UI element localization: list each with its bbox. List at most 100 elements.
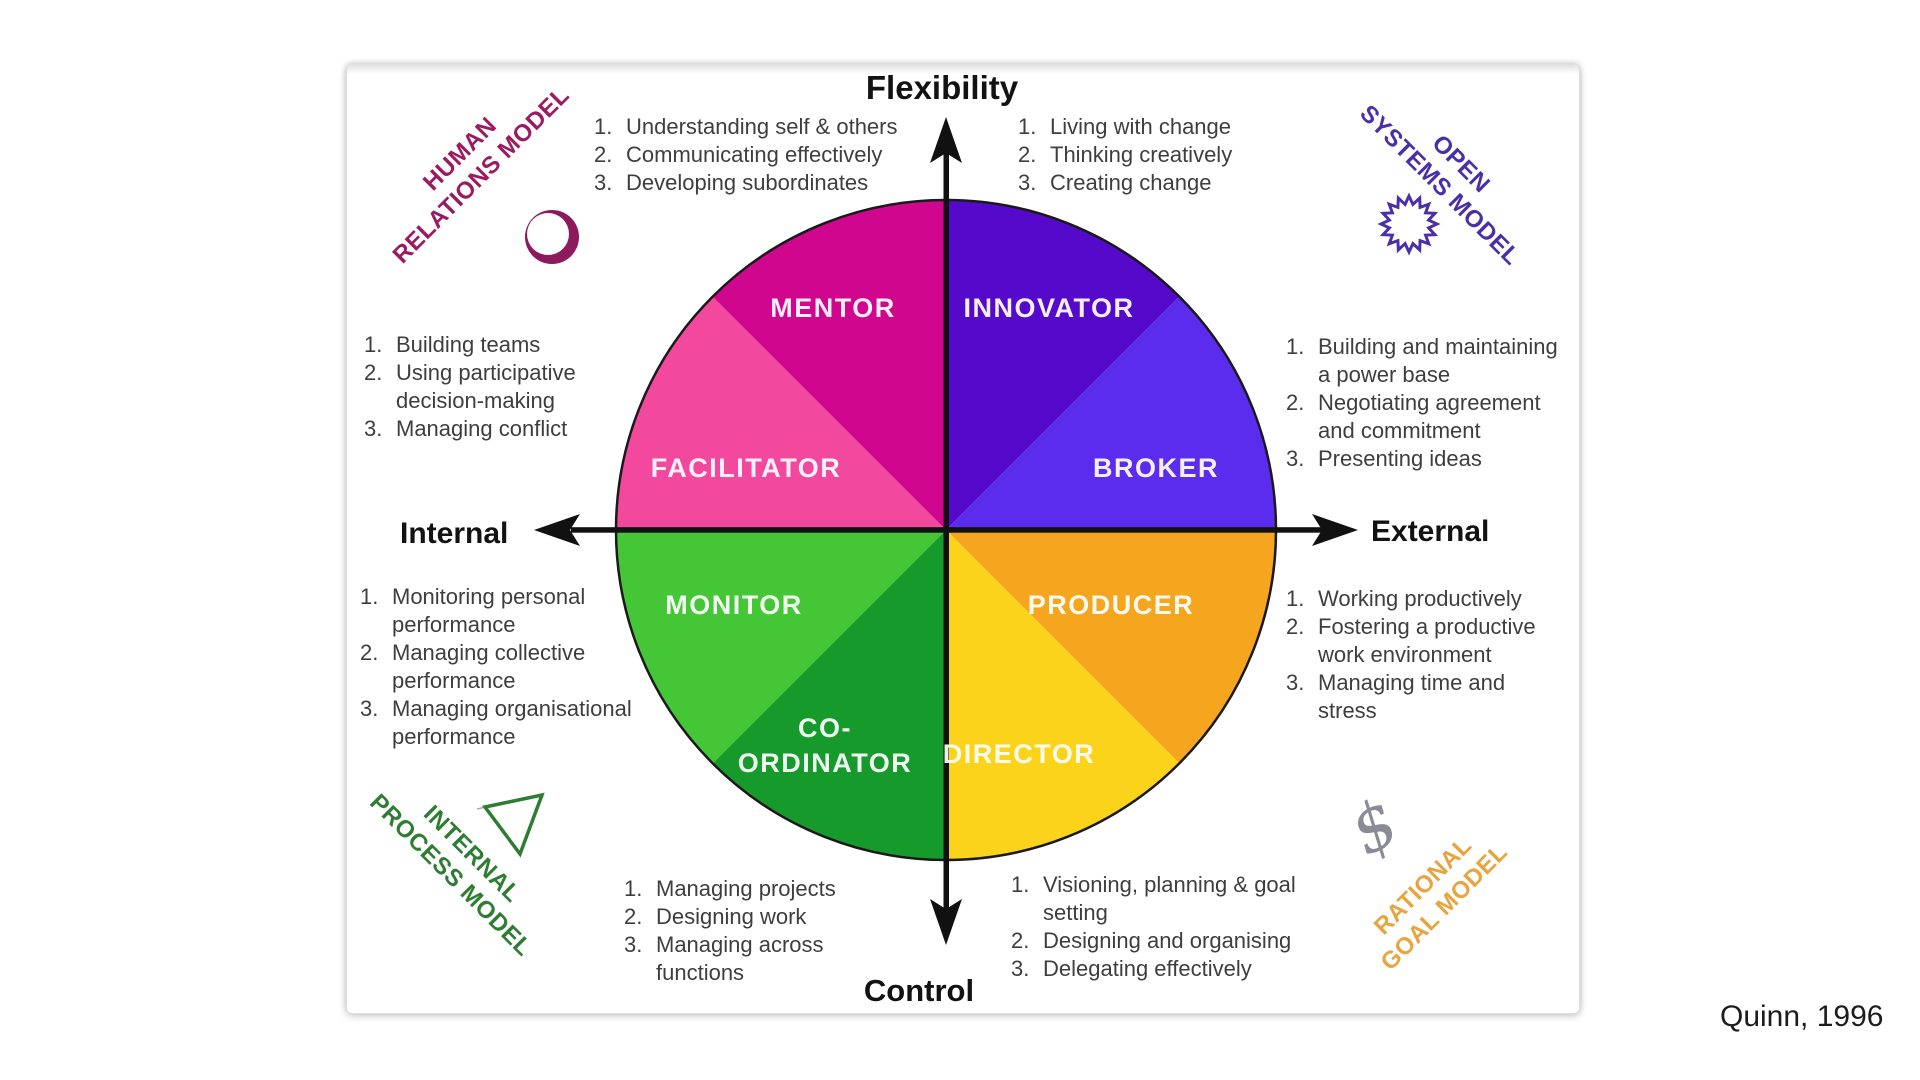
axis-label-external: External	[1371, 515, 1490, 548]
item-number: 3.	[360, 696, 379, 721]
axis-label-flexibility: Flexibility	[865, 69, 1019, 106]
sector-label-producer: PRODUCER	[1028, 590, 1195, 620]
item-text: Communicating effectively	[626, 142, 883, 167]
item-number: 2.	[1018, 142, 1037, 167]
sector-label-coordinator-line1: CO-	[798, 713, 852, 743]
item-text: Negotiating agreement and commitment	[1318, 390, 1541, 443]
item-number: 1.	[1018, 114, 1037, 139]
item-text: Designing and organising	[1043, 928, 1292, 953]
item-number: 1.	[1011, 872, 1030, 897]
list-item: 2. Negotiating agreement and commitment	[1286, 389, 1570, 445]
sector-label-coordinator-line2: ORDINATOR	[738, 748, 913, 778]
sector-label-monitor: MONITOR	[665, 590, 803, 620]
item-text: Working productively	[1318, 586, 1522, 611]
item-text: Managing collective performance	[392, 640, 586, 693]
item-number: 2.	[594, 142, 613, 167]
item-text: Developing subordinates	[626, 170, 869, 195]
item-number: 2.	[364, 360, 383, 385]
item-text: Monitoring personal performance	[392, 584, 586, 637]
list-item: 3. Managing time and stress	[1286, 669, 1552, 725]
list-item: 1. Working productively	[1286, 585, 1552, 613]
crescent-icon	[525, 210, 579, 264]
item-number: 3.	[1018, 170, 1037, 195]
list-item: 2. Designing and organising	[1011, 927, 1307, 955]
item-text: Presenting ideas	[1318, 446, 1482, 471]
sector-monitor	[616, 530, 946, 764]
list-item: 1. Building teams	[364, 331, 608, 359]
sector-facilitator	[616, 296, 946, 530]
item-number: 1.	[624, 876, 643, 901]
list-item: 2.Thinking creatively	[1018, 141, 1298, 169]
item-number: 1.	[594, 114, 613, 139]
sector-director	[946, 530, 1180, 860]
item-text: Building and maintaining a power base	[1318, 334, 1558, 387]
list-item: 2.Designing work	[624, 903, 858, 931]
item-text: Managing time and stress	[1318, 670, 1506, 723]
sector-label-facilitator: FACILITATOR	[651, 453, 841, 483]
item-number: 1.	[1286, 334, 1305, 359]
item-text: Fostering a productive work environment	[1318, 614, 1536, 667]
item-text: Using participative decision-making	[396, 360, 576, 413]
item-text: Designing work	[656, 904, 807, 929]
list-item: 3.Managing across functions	[624, 931, 858, 987]
list-item: 2. Using participative decision-making	[364, 359, 608, 415]
axis-label-control: Control	[863, 973, 975, 1008]
item-text: Delegating effectively	[1043, 956, 1252, 981]
list-item: 2. Communicating effectively	[594, 141, 934, 169]
list-item: 1. Understanding self & others	[594, 113, 934, 141]
item-number: 3.	[624, 932, 643, 957]
competency-list-coordinator: 1. Managing projects 2.Designing work 3.M…	[624, 875, 858, 987]
list-item: 3. Developing subordinates	[594, 169, 934, 197]
item-number: 2.	[1011, 928, 1030, 953]
list-item: 3. Managing conflict	[364, 415, 608, 443]
item-text: Managing conflict	[396, 416, 568, 441]
sector-coordinator	[712, 530, 946, 860]
list-item: 1. Monitoring personal performance	[360, 583, 646, 639]
list-item: 2. Managing collective performance	[360, 639, 646, 695]
competency-list-facilitator: 1. Building teams 2. Using participative d…	[364, 331, 608, 443]
item-number: 2.	[1286, 390, 1305, 415]
list-item: 2. Fostering a productive work environmen…	[1286, 613, 1552, 669]
item-number: 1.	[364, 332, 383, 357]
gear-icon	[1377, 192, 1441, 256]
item-text: Living with change	[1050, 114, 1232, 139]
list-item: 1. Managing projects	[624, 875, 858, 903]
list-item: 1. Living with change	[1018, 113, 1298, 141]
list-item: 3.Managing organisational performance	[360, 695, 646, 751]
item-text: Understanding self & others	[626, 114, 898, 139]
sector-broker	[946, 296, 1276, 530]
horizontal-axis-arrow	[534, 514, 1358, 546]
sector-label-innovator: INNOVATOR	[963, 293, 1134, 323]
competency-list-innovator: 1. Living with change 2.Thinking creative…	[1018, 113, 1298, 197]
item-number: 2.	[1286, 614, 1305, 639]
item-number: 3.	[594, 170, 613, 195]
sector-label-broker: BROKER	[1093, 453, 1219, 483]
item-number: 1.	[360, 584, 379, 609]
diagram-card: MENTOR INNOVATOR FACILITATOR BROKER MONI…	[346, 64, 1580, 1014]
item-text: Building teams	[396, 332, 541, 357]
triangle-icon	[477, 792, 545, 858]
competing-values-wheel: MENTOR INNOVATOR FACILITATOR BROKER MONI…	[534, 117, 1358, 945]
item-text: Creating change	[1050, 170, 1212, 195]
sector-mentor	[712, 200, 946, 530]
attribution: Quinn, 1996	[1720, 1000, 1884, 1033]
sector-label-director: DIRECTOR	[943, 739, 1096, 769]
sector-label-mentor: MENTOR	[770, 293, 896, 323]
sector-innovator	[946, 200, 1180, 530]
item-text: Visioning, planning & goal setting	[1043, 872, 1296, 925]
item-number: 1.	[1286, 586, 1305, 611]
list-item: 3. Creating change	[1018, 169, 1298, 197]
competency-list-monitor: 1. Monitoring personal performance 2. Mana…	[360, 583, 646, 751]
item-number: 3.	[1286, 446, 1305, 471]
item-text: Managing projects	[656, 876, 836, 901]
competency-list-mentor: 1. Understanding self & others 2. Communic…	[594, 113, 934, 197]
item-number: 3.	[1286, 670, 1305, 695]
item-number: 2.	[360, 640, 379, 665]
item-number: 3.	[364, 416, 383, 441]
item-number: 3.	[1011, 956, 1030, 981]
competency-list-broker: 1.Building and maintaining a power base …	[1286, 333, 1570, 473]
axis-label-internal: Internal	[400, 517, 509, 550]
sector-producer	[946, 530, 1276, 764]
list-item: 3. Presenting ideas	[1286, 445, 1570, 473]
